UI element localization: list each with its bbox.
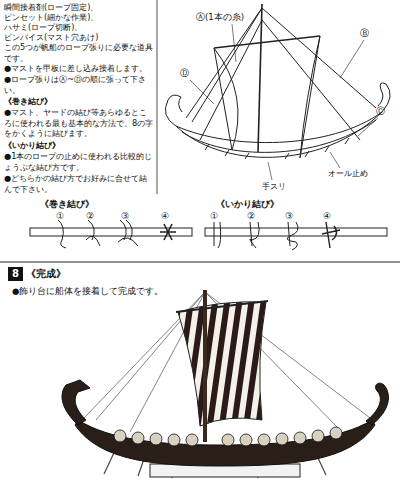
step-number: ③ (121, 211, 129, 222)
shield (222, 434, 234, 446)
instruction-note: この5つが帆船のロープ張りに必要な道具です。 (4, 42, 154, 63)
knot-step (250, 222, 259, 248)
leader-line (330, 152, 340, 168)
step-number: ③ (285, 211, 293, 222)
sheet (214, 48, 232, 150)
instruction-note: ●ロープ張りはⒶ~Ⓓの順に張って下さい。 (4, 74, 154, 95)
prow (165, 95, 182, 126)
shield (168, 434, 180, 446)
step-number: ① (56, 211, 64, 222)
instruction-note: ●1本のロープの止めに使われる比較的じょうぶな結び方です。 (4, 151, 154, 172)
rope-a (192, 8, 262, 122)
part-label: 手スリ (262, 181, 286, 192)
knot-figures (30, 220, 387, 250)
step-number: 8 (9, 267, 22, 280)
rope-d (200, 20, 262, 140)
shield (330, 427, 342, 439)
knot-heading: 《いかり結び》 (216, 199, 279, 210)
rigging (84, 292, 370, 432)
tool-note: ピンセット(細かな作業)、 (4, 12, 98, 23)
finished-ship (62, 290, 388, 478)
part-label: Ⓒ (376, 106, 385, 117)
yard (176, 301, 268, 312)
shields (114, 427, 342, 446)
part-label: Ⓑ (360, 28, 369, 39)
hull (75, 420, 375, 466)
knot-heading: 《巻き結び》 (4, 96, 52, 107)
instruction-note: ●どちらかの結び方でお好みに合せて結んで下さい。 (4, 173, 154, 194)
knot-heading: 《巻き結び》 (40, 199, 94, 210)
part-label: オール止め (328, 168, 368, 179)
knot-step (287, 222, 298, 250)
shield (258, 434, 270, 446)
leader-line (268, 162, 272, 180)
step-number: ④ (323, 211, 331, 222)
leader-line (340, 40, 364, 78)
instruction-note: ●マストを甲板に差し込み接着します。 (4, 63, 147, 74)
shield (132, 432, 144, 444)
tool-note: 瞬間接着剤(ロープ固定)、 (4, 2, 98, 13)
instruction-note: ●飾り台に船体を接着して完成です。 (12, 286, 163, 297)
leader-line (190, 80, 214, 104)
yard (214, 36, 320, 48)
section-line (0, 262, 400, 263)
step-number: ② (86, 211, 94, 222)
knot-step (58, 220, 66, 248)
rope-b (262, 8, 376, 108)
mast (203, 290, 207, 442)
gunwale (182, 120, 376, 152)
step-number: ② (247, 211, 255, 222)
dragon-prow (62, 380, 90, 425)
knot-step (214, 222, 221, 248)
shield (150, 433, 162, 445)
stern (366, 383, 388, 425)
shield (276, 433, 288, 445)
shield (312, 430, 324, 442)
leader-line (358, 118, 378, 136)
knot-heading: 《いかり結び》 (4, 140, 60, 151)
step-box: 8《完成》 (8, 267, 23, 281)
sheet (300, 36, 320, 158)
knot-step (86, 220, 100, 246)
shield (240, 434, 252, 446)
part-label: Ⓓ (180, 68, 189, 79)
sail (178, 302, 266, 426)
tool-note: ピンバイス(マスト穴あけ) (4, 32, 98, 43)
hull (176, 112, 382, 157)
instruction-note: ●マスト、ヤードの結び等あらゆるところに使われる最も基本的な方法で、8の字をかく… (4, 107, 154, 139)
shield (114, 430, 126, 442)
oar-rests (205, 138, 349, 159)
part-label: Ⓐ(1本の糸) (196, 12, 244, 23)
panel-line (157, 0, 158, 194)
step-number: ④ (161, 211, 169, 222)
leader-line (232, 24, 236, 62)
rigging-ship (165, 4, 390, 180)
knot-step (118, 220, 138, 246)
shield (186, 434, 198, 446)
step-number: ① (210, 211, 218, 222)
knot-step (322, 222, 340, 248)
rope-a (186, 8, 262, 118)
knot-step (160, 224, 176, 240)
step-heading: 《完成》 (26, 267, 66, 280)
shield (294, 432, 306, 444)
tool-note: ハサミ(ロープ切断)、 (4, 22, 82, 33)
rope-c (262, 20, 360, 140)
